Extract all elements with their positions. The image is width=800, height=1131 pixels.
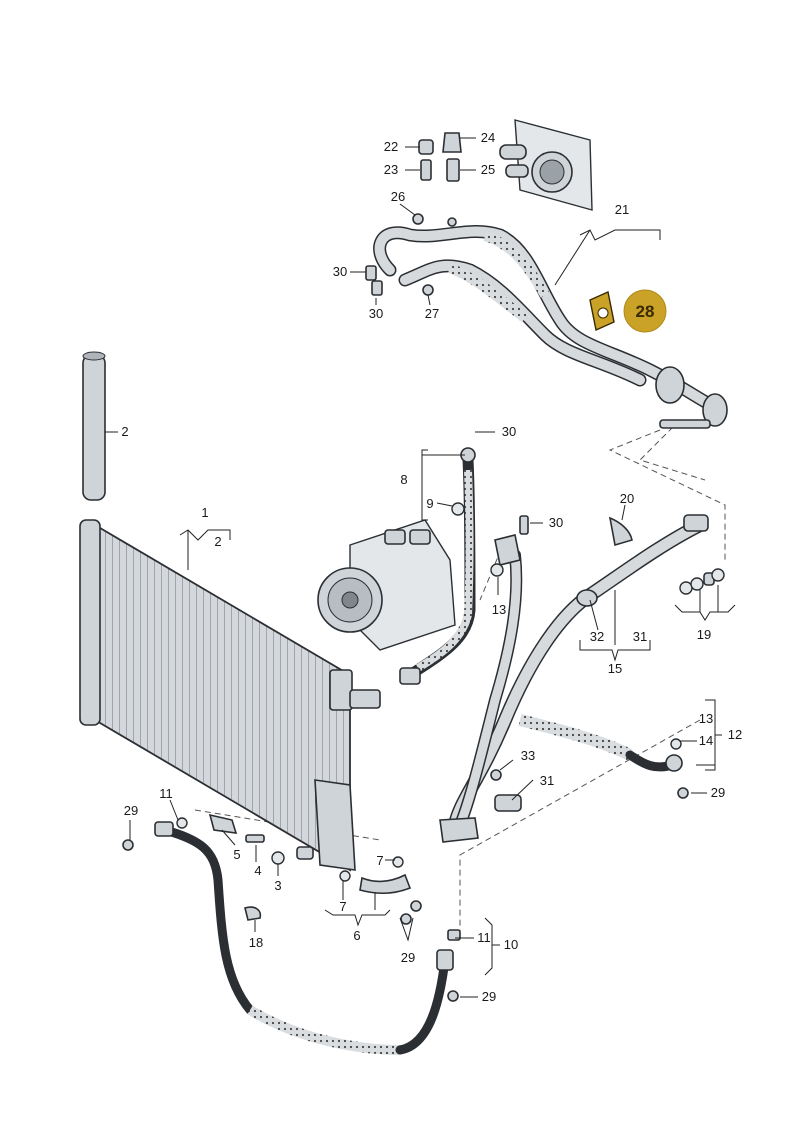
- callout-30-d[interactable]: 30: [549, 515, 563, 530]
- hose-assembly-12: [518, 714, 683, 772]
- callout-29-d[interactable]: 29: [482, 989, 496, 1004]
- callout-20[interactable]: 20: [620, 491, 634, 506]
- callout-10[interactable]: 10: [504, 937, 518, 952]
- callout-30-b[interactable]: 30: [369, 306, 383, 321]
- callout-1[interactable]: 1: [201, 505, 208, 520]
- suction-hose-15: [439, 514, 709, 843]
- callout-3[interactable]: 3: [274, 878, 281, 893]
- callout-13-a[interactable]: 13: [492, 602, 506, 617]
- callout-7-a[interactable]: 7: [376, 853, 383, 868]
- ac-compressor: [317, 519, 456, 651]
- callout-31-b[interactable]: 31: [540, 773, 554, 788]
- callout-2-a[interactable]: 2: [121, 424, 128, 439]
- callout-9[interactable]: 9: [426, 496, 433, 511]
- callout-29-c[interactable]: 29: [401, 950, 415, 965]
- callout-27[interactable]: 27: [425, 306, 439, 321]
- callout-32[interactable]: 32: [590, 629, 604, 644]
- callout-13-b[interactable]: 13: [699, 711, 713, 726]
- callout-4[interactable]: 4: [254, 863, 261, 878]
- compressor-hose-8: [399, 447, 476, 685]
- callout-5[interactable]: 5: [233, 847, 240, 862]
- leader-lines: [105, 137, 736, 998]
- callout-2-b[interactable]: 2: [214, 534, 221, 549]
- callout-19[interactable]: 19: [697, 627, 711, 642]
- callout-31-a[interactable]: 31: [633, 629, 647, 644]
- part-28-valve-core[interactable]: 28: [589, 289, 667, 333]
- callout-11-b[interactable]: 11: [477, 930, 491, 945]
- expansion-valve: [499, 119, 593, 211]
- callout-29-b[interactable]: 29: [711, 785, 725, 800]
- callout-6[interactable]: 6: [353, 928, 360, 943]
- callout-18[interactable]: 18: [249, 935, 263, 950]
- lower-hose-10: [160, 825, 454, 1055]
- callout-labels: 22 23 24 25 26 21 30 30 27 2 30 8 9 1 2 …: [121, 130, 742, 1004]
- callout-7-b[interactable]: 7: [339, 899, 346, 914]
- callout-23[interactable]: 23: [384, 162, 398, 177]
- callout-28[interactable]: 28: [636, 302, 655, 321]
- callout-12[interactable]: 12: [728, 727, 742, 742]
- callout-11-a[interactable]: 11: [159, 786, 173, 801]
- callout-22[interactable]: 22: [384, 139, 398, 154]
- callout-21[interactable]: 21: [615, 202, 629, 217]
- receiver-dryer: [82, 351, 106, 501]
- callout-15[interactable]: 15: [608, 661, 622, 676]
- callout-8[interactable]: 8: [400, 472, 407, 487]
- condenser: [79, 519, 381, 872]
- callout-14[interactable]: 14: [699, 733, 713, 748]
- misc-fasteners: [122, 515, 725, 1002]
- callout-30-c[interactable]: 30: [502, 424, 516, 439]
- callout-33[interactable]: 33: [521, 748, 535, 763]
- upper-hose-assembly: [373, 225, 728, 429]
- callout-24[interactable]: 24: [481, 130, 495, 145]
- callout-25[interactable]: 25: [481, 162, 495, 177]
- callout-26[interactable]: 26: [391, 189, 405, 204]
- callout-30-a[interactable]: 30: [333, 264, 347, 279]
- callout-29-a[interactable]: 29: [124, 803, 138, 818]
